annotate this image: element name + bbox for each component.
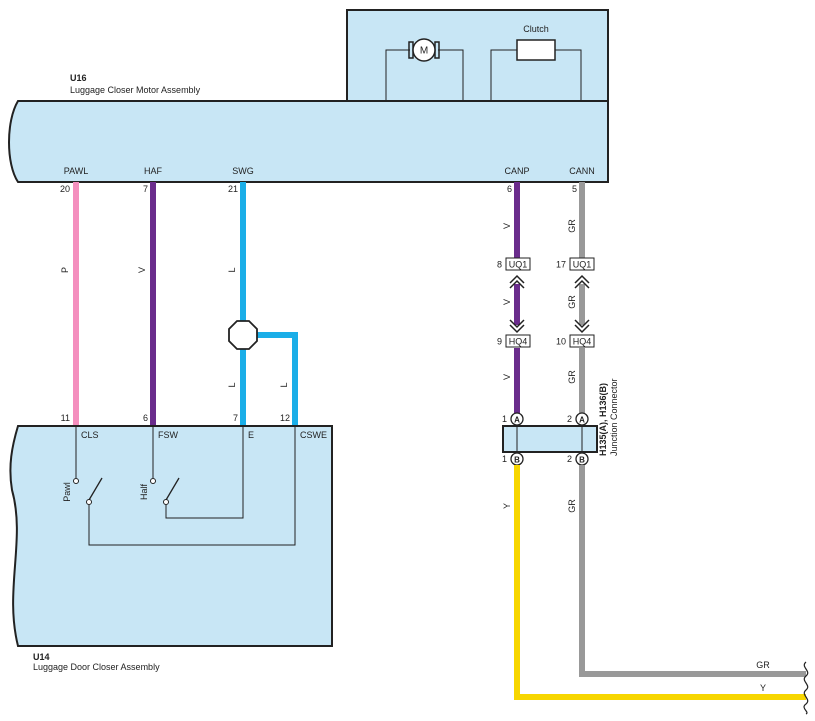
wire-color-swg-top: L: [227, 267, 237, 272]
junction-terminal-a-right: [575, 412, 589, 426]
junction-pin-b-left: 1: [502, 454, 507, 464]
wire-color-swg-left: L: [227, 382, 237, 387]
u14-terminal-cls: CLS: [81, 430, 99, 440]
motor-circuit-line: [385, 49, 410, 101]
junction-letter-b-left: B: [514, 456, 520, 465]
u16-motor-clutch-housing: [346, 9, 609, 103]
u14-terminal-cswe: CSWE: [300, 430, 327, 440]
connector-hq4-cann-pin: 10: [556, 337, 566, 347]
chevron-down-icon: [574, 319, 590, 329]
u14-pin-fsw: 6: [143, 413, 148, 423]
clutch-coil-icon: [516, 39, 556, 61]
pawl-switch-contact-bottom: [86, 499, 92, 505]
u16-pin-haf: 7: [143, 184, 148, 194]
half-switch-icon: [165, 477, 180, 501]
u16-pin-pawl: 20: [60, 184, 70, 194]
connector-uq1-canp-pin: 8: [497, 260, 502, 270]
u16-pin-canp: 6: [507, 184, 512, 194]
wire-color-canp-1: V: [502, 223, 512, 229]
u14-pin-cswe: 12: [280, 413, 290, 423]
wire-color-canp-2: V: [502, 299, 512, 305]
wire-swg-branch: [243, 332, 298, 426]
switch-label-half: Half: [139, 484, 149, 501]
switch-label-pawl: Pawl: [62, 482, 72, 502]
u14-component-box: [9, 425, 333, 647]
u14-name: Luggage Door Closer Assembly: [33, 662, 160, 672]
junction-title: H135(A), H136(B): [598, 383, 608, 456]
chevron-down-icon: [509, 324, 525, 334]
chevron-up-icon: [509, 279, 525, 289]
junction-pin-a-left: 1: [502, 414, 507, 424]
half-switch-contact-top: [150, 478, 156, 484]
junction-terminal-a-left: [510, 412, 524, 426]
u14-terminal-e: E: [248, 430, 254, 440]
connector-hq4-cann: [569, 334, 595, 348]
pawl-switch-contact-top: [73, 478, 79, 484]
wire-y-bottom: [514, 465, 806, 700]
u16-pin-swg: 21: [228, 184, 238, 194]
connector-hq4-cann-label: HQ4: [573, 337, 592, 347]
wire-color-pawl: P: [60, 267, 70, 273]
junction-letter-a-right: A: [579, 416, 585, 425]
u16-terminal-cann: CANN: [569, 166, 595, 176]
wire-break-icon: [803, 661, 809, 715]
chevron-up-icon: [574, 279, 590, 289]
junction-connector-body: [502, 425, 598, 453]
motor-circuit-line-right: [438, 49, 464, 101]
clutch-circuit-line: [490, 49, 517, 101]
wire-color-swg-right: L: [279, 382, 289, 387]
u14-code: U14: [33, 652, 50, 662]
chevron-down-icon: [574, 324, 590, 334]
junction-letter-b-right: B: [579, 456, 585, 465]
u16-terminal-swg: SWG: [232, 166, 254, 176]
half-switch-contact-bottom: [163, 499, 169, 505]
clutch-circuit-line-right: [555, 49, 582, 101]
wire-color-cann-1: GR: [567, 219, 577, 233]
connector-hq4-canp: [505, 334, 531, 348]
u14-internal-pawl-return: [88, 426, 296, 546]
splice-point-icon: [228, 320, 258, 350]
wire-color-exit-y: Y: [760, 683, 766, 693]
u16-name: Luggage Closer Motor Assembly: [70, 85, 201, 95]
connector-uq1-canp: [505, 257, 531, 271]
wire-color-bottom-gr: GR: [567, 499, 577, 513]
u16-terminal-haf: HAF: [144, 166, 163, 176]
connector-hq4-canp-pin: 9: [497, 337, 502, 347]
connector-uq1-cann-pin: 17: [556, 260, 566, 270]
u16-pin-cann: 5: [572, 184, 577, 194]
u16-terminal-canp: CANP: [504, 166, 529, 176]
connector-uq1-canp-label: UQ1: [509, 260, 528, 270]
wire-color-canp-3: V: [502, 374, 512, 380]
wire-color-exit-gr: GR: [756, 660, 770, 670]
u14-pin-cls: 11: [61, 413, 70, 423]
junction-subtitle: Junction Connector: [609, 378, 619, 456]
clutch-label: Clutch: [523, 24, 549, 34]
junction-pin-b-right: 2: [567, 454, 572, 464]
wire-gr-bottom: [579, 465, 806, 677]
junction-pin-a-right: 2: [567, 414, 572, 424]
u14-internal-half-return: [165, 426, 244, 519]
motor-icon: [412, 38, 436, 62]
motor-label: M: [420, 46, 428, 57]
wire-color-cann-2: GR: [567, 295, 577, 309]
connector-hq4-canp-label: HQ4: [509, 337, 528, 347]
chevron-up-icon: [509, 274, 525, 284]
wire-color-cann-3: GR: [567, 370, 577, 384]
wire-color-bottom-y: Y: [502, 503, 512, 509]
u16-code: U16: [70, 73, 87, 83]
pawl-switch-icon: [88, 477, 103, 501]
chevron-up-icon: [574, 274, 590, 284]
u14-pin-e: 7: [233, 413, 238, 423]
wire-color-haf: V: [137, 267, 147, 273]
u14-terminal-fsw: FSW: [158, 430, 179, 440]
connector-uq1-cann-label: UQ1: [573, 260, 592, 270]
u16-component-box: [8, 100, 609, 183]
junction-letter-a-left: A: [514, 416, 520, 425]
connector-uq1-cann: [569, 257, 595, 271]
u16-terminal-pawl: PAWL: [64, 166, 89, 176]
chevron-down-icon: [509, 319, 525, 329]
